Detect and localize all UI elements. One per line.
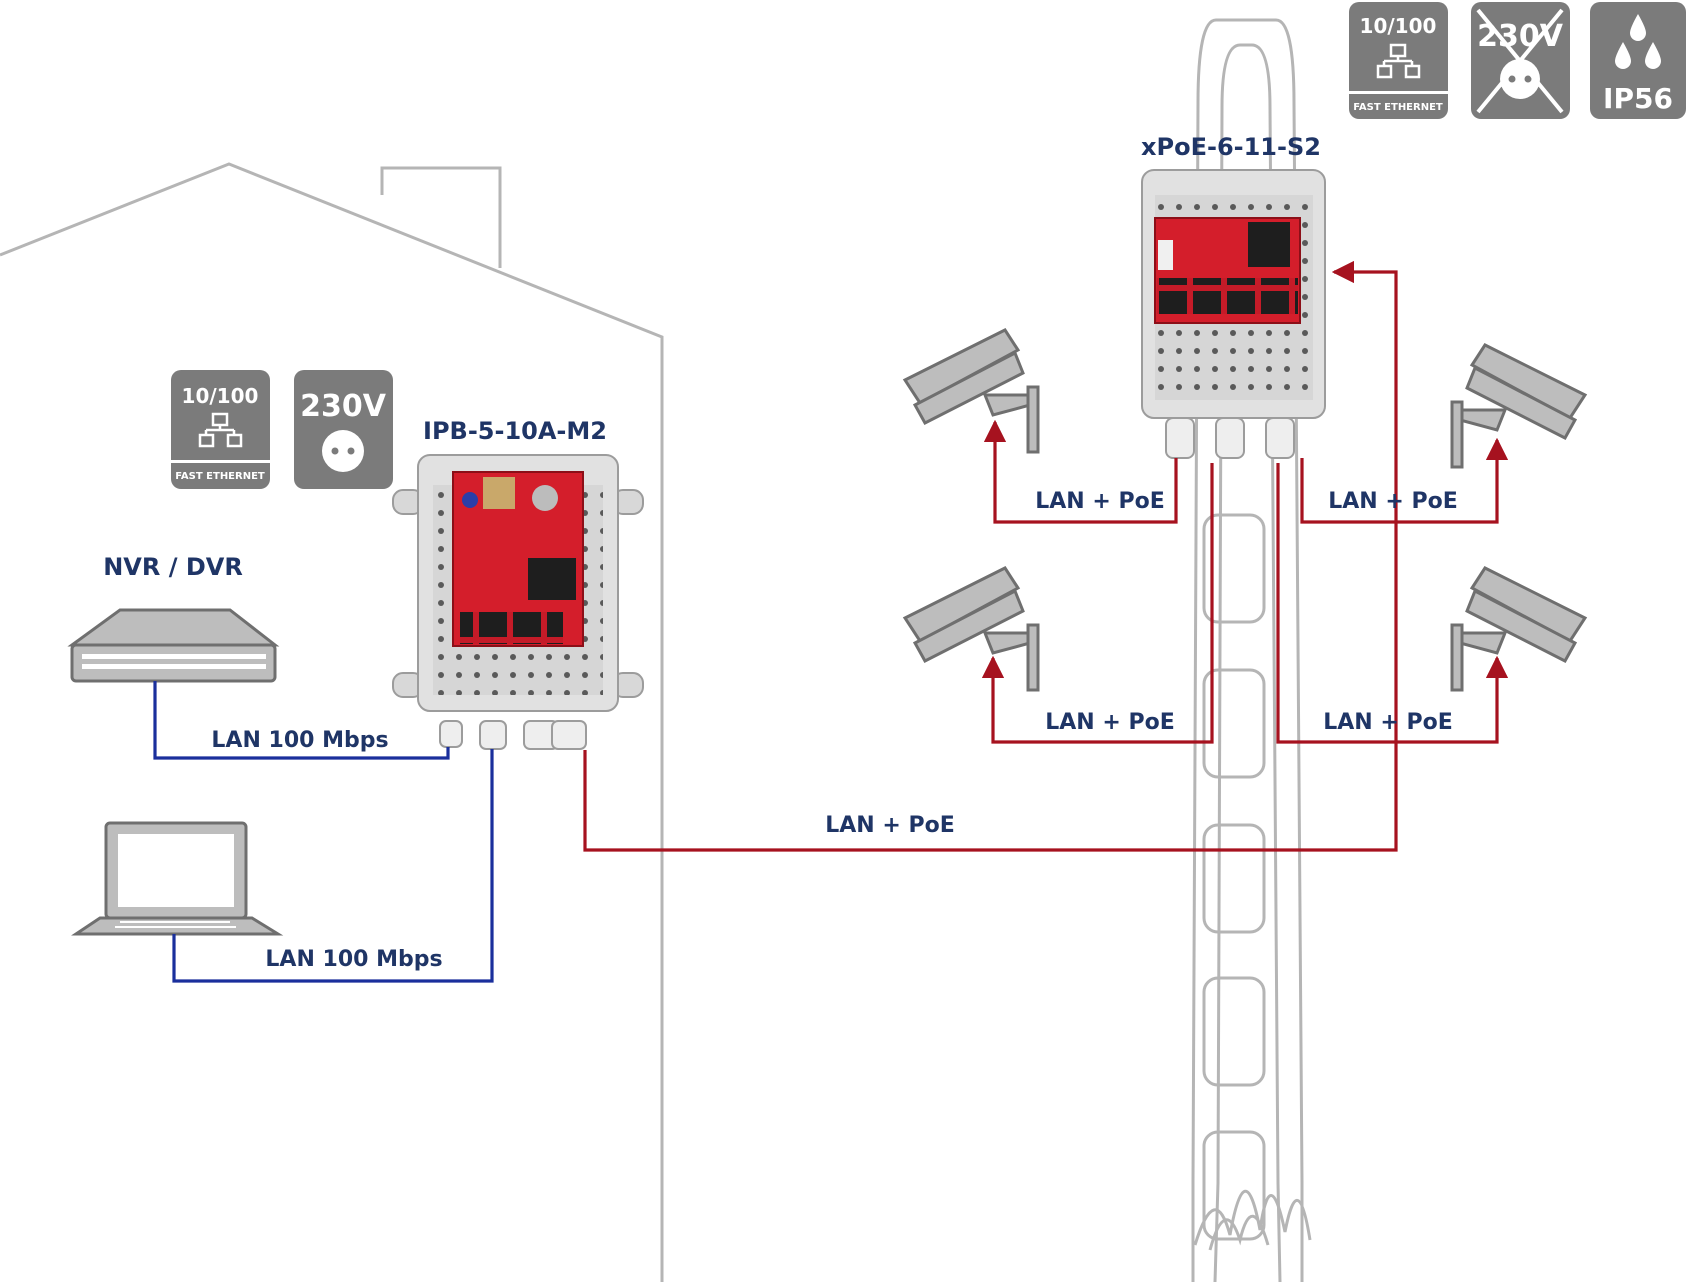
cam-top-left-label: LAN + PoE [1035, 489, 1164, 514]
no-230v-badge: 230V [1471, 2, 1570, 119]
network-icon [198, 412, 243, 448]
lan-links: LAN 100 Mbps LAN 100 Mbps [153, 681, 494, 983]
cam-top-right-link [1300, 437, 1509, 524]
house-outline [0, 162, 664, 1282]
fast-ethernet-badge: 10/100 FAST ETHERNET [171, 370, 270, 489]
water-drops-icon [1615, 14, 1661, 69]
camera-top-right [1450, 343, 1588, 469]
cam-bottom-left-label: LAN + PoE [1045, 710, 1174, 735]
cam-bottom-right-link [1276, 463, 1509, 744]
camera-bottom-right [1450, 566, 1588, 692]
trunk-poe-label: LAN + PoE [825, 813, 954, 838]
ipb-switch-enclosure: IPB-5-10A-M2 [392, 417, 644, 750]
pole-tower [1191, 18, 1312, 1282]
laptop-lan-link [172, 749, 494, 983]
power-230v-badge: 230V [294, 370, 393, 489]
nvr-lan-link [153, 681, 450, 760]
ipb-title: IPB-5-10A-M2 [423, 417, 607, 445]
badge-speed-text: 10/100 [1360, 14, 1437, 38]
cam-top-right-label: LAN + PoE [1328, 489, 1457, 514]
poe-links: LAN + PoE LAN + PoE LAN + PoE LAN + PoE … [583, 260, 1509, 852]
nvr-lan-label: LAN 100 Mbps [211, 728, 388, 753]
camera-top-left [902, 328, 1040, 454]
cam-bottom-left-link [981, 463, 1214, 744]
network-icon [1376, 43, 1421, 79]
badge-voltage-text: 230V [300, 389, 387, 424]
badge-ip-text: IP56 [1603, 82, 1673, 115]
cam-top-left-link [983, 419, 1178, 524]
badge-caption-text: FAST ETHERNET [1353, 102, 1443, 113]
fast-ethernet-badge-pole: 10/100 FAST ETHERNET [1349, 2, 1448, 119]
laptop-lan-label: LAN 100 Mbps [265, 947, 442, 972]
camera-bottom-left [902, 566, 1040, 692]
nvr-label: NVR / DVR [103, 553, 243, 581]
xpoe-switch-enclosure: xPoE-6-11-S2 [1141, 133, 1326, 459]
trunk-poe-link [583, 260, 1398, 852]
cam-bottom-right-label: LAN + PoE [1323, 710, 1452, 735]
laptop-device [71, 821, 284, 936]
nvr-device: NVR / DVR [67, 553, 280, 683]
xpoe-title: xPoE-6-11-S2 [1141, 133, 1321, 161]
badge-speed-text: 10/100 [182, 384, 259, 408]
ip56-badge: IP56 [1590, 2, 1686, 119]
badge-caption-text: FAST ETHERNET [175, 471, 265, 482]
crossed-socket-icon [1476, 8, 1564, 114]
socket-icon [322, 430, 364, 472]
